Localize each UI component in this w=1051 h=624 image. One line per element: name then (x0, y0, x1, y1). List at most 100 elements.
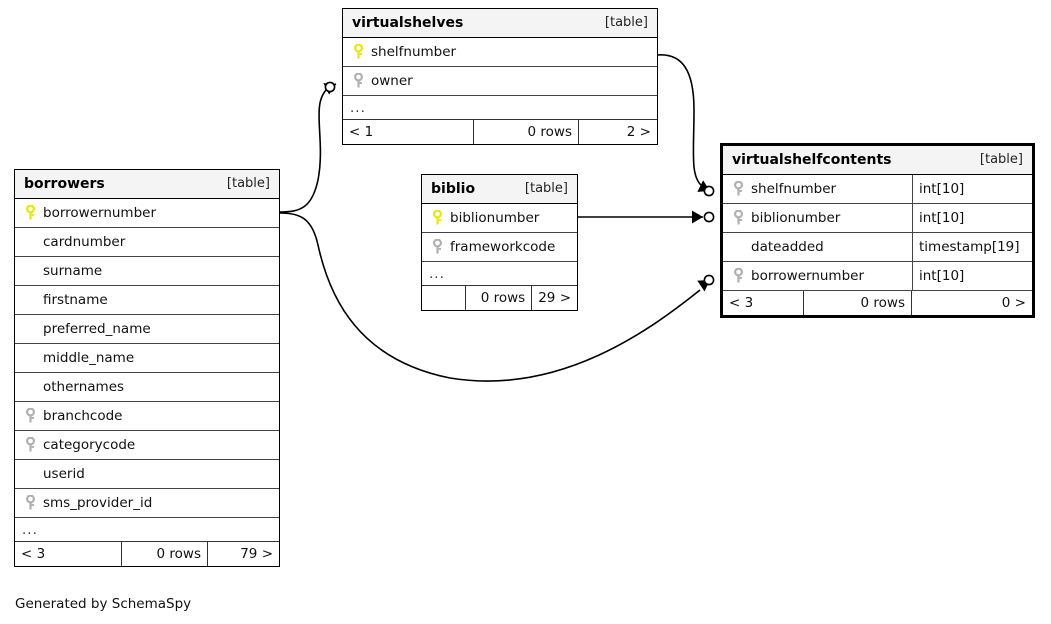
column-datatype: int[10] (912, 175, 1032, 203)
column-name: dateadded (751, 239, 824, 255)
column-label-cell: borrowernumber (15, 199, 279, 227)
edge-biblio-to-vsc-biblionumber (578, 210, 715, 224)
table-header-biblio: biblio [table] (422, 175, 577, 204)
column-label-cell: othernames (15, 373, 279, 401)
column-name: borrowernumber (43, 205, 157, 221)
table-type-tag: [table] (524, 181, 568, 196)
table-virtualshelves[interactable]: virtualshelves [table] shelfnumber owner… (342, 8, 658, 145)
column-row-middle-name[interactable]: middle_name (15, 344, 279, 373)
column-name: shelfnumber (751, 181, 837, 197)
column-label-cell: owner (343, 67, 657, 95)
column-name: surname (43, 263, 103, 279)
column-label-cell: dateadded (723, 233, 912, 261)
column-name: categorycode (43, 437, 136, 453)
column-label-cell: shelfnumber (343, 38, 657, 66)
column-label-cell: surname (15, 257, 279, 285)
column-label-cell: categorycode (15, 431, 279, 459)
table-type-tag: [table] (979, 152, 1023, 167)
column-row-biblionumber[interactable]: biblionumber (422, 204, 577, 233)
column-label-cell: middle_name (15, 344, 279, 372)
column-name: borrowernumber (751, 268, 865, 284)
table-header-virtualshelves: virtualshelves [table] (343, 9, 657, 38)
more-columns-indicator: ... (422, 262, 577, 286)
edge-borrowers-to-virtualshelves-owner (279, 81, 337, 213)
column-row-firstname[interactable]: firstname (15, 286, 279, 315)
column-name: biblionumber (450, 210, 540, 226)
table-header-borrowers: borrowers [table] (15, 170, 279, 199)
column-datatype: int[10] (912, 262, 1032, 290)
key-icon-primary (22, 205, 39, 221)
key-icon-foreign (22, 408, 39, 424)
column-row-cardnumber[interactable]: cardnumber (15, 228, 279, 257)
column-name: frameworkcode (450, 239, 556, 255)
column-name: userid (43, 466, 85, 482)
table-header-virtualshelfcontents: virtualshelfcontents [table] (723, 146, 1032, 175)
key-icon-foreign (429, 239, 446, 255)
footer-row-count: 0 rows (473, 120, 578, 144)
column-name: firstname (43, 292, 108, 308)
column-row-shelfnumber[interactable]: shelfnumber (343, 38, 657, 67)
column-datatype: int[10] (912, 204, 1032, 232)
footer-next-count[interactable]: 79 > (207, 542, 279, 566)
footer-next-count[interactable]: 0 > (911, 291, 1032, 315)
column-label-cell: shelfnumber (723, 175, 912, 203)
table-footer-borrowers: < 3 0 rows 79 > (15, 542, 279, 566)
table-title: virtualshelves (352, 14, 464, 31)
key-icon-foreign (730, 268, 747, 284)
footer-next-count[interactable]: 29 > (531, 286, 577, 310)
edge-virtualshelves-to-vsc-shelfnumber (656, 54, 715, 197)
footer-prev-count[interactable] (422, 286, 465, 310)
footer-prev-count[interactable]: < 3 (729, 295, 754, 311)
footer-prev-count[interactable]: < 3 (21, 546, 46, 562)
key-icon-foreign (22, 437, 39, 453)
column-row-frameworkcode[interactable]: frameworkcode (422, 233, 577, 262)
key-icon-primary (350, 44, 367, 60)
column-label-cell: preferred_name (15, 315, 279, 343)
footer-next-count[interactable]: 2 > (578, 120, 657, 144)
column-name: othernames (43, 379, 125, 395)
column-row-borrowernumber[interactable]: borrowernumber (15, 199, 279, 228)
column-label-cell: sms_provider_id (15, 489, 279, 517)
footer-row-count: 0 rows (121, 542, 207, 566)
column-row-othernames[interactable]: othernames (15, 373, 279, 402)
key-icon-foreign (350, 73, 367, 89)
column-row-biblionumber[interactable]: biblionumber int[10] (723, 204, 1032, 233)
column-row-surname[interactable]: surname (15, 257, 279, 286)
table-biblio[interactable]: biblio [table] biblionumber frameworkcod… (421, 174, 578, 311)
column-row-dateadded[interactable]: dateadded timestamp[19] (723, 233, 1032, 262)
column-row-categorycode[interactable]: categorycode (15, 431, 279, 460)
column-label-cell: cardnumber (15, 228, 279, 256)
footer-prev-count[interactable]: < 1 (349, 124, 374, 140)
footer-row-count: 0 rows (464, 286, 531, 310)
column-row-shelfnumber[interactable]: shelfnumber int[10] (723, 175, 1032, 204)
column-name: shelfnumber (371, 44, 457, 60)
column-label-cell: frameworkcode (422, 233, 577, 261)
table-footer-virtualshelves: < 1 0 rows 2 > (343, 120, 657, 144)
column-row-owner[interactable]: owner (343, 67, 657, 96)
table-title: virtualshelfcontents (732, 151, 892, 168)
table-borrowers[interactable]: borrowers [table] borrowernumber cardnum… (14, 169, 280, 567)
table-virtualshelfcontents[interactable]: virtualshelfcontents [table] shelfnumber… (720, 143, 1035, 318)
column-row-userid[interactable]: userid (15, 460, 279, 489)
more-columns-indicator: ... (15, 518, 279, 542)
column-label-cell: firstname (15, 286, 279, 314)
key-icon-foreign (730, 181, 747, 197)
table-type-tag: [table] (604, 15, 648, 30)
column-row-sms-provider-id[interactable]: sms_provider_id (15, 489, 279, 518)
footer-row-count: 0 rows (803, 291, 911, 315)
schemaspy-credit: Generated by SchemaSpy (15, 596, 192, 612)
table-title: biblio (431, 180, 476, 197)
column-label-cell: userid (15, 460, 279, 488)
column-row-preferred-name[interactable]: preferred_name (15, 315, 279, 344)
column-label-cell: biblionumber (422, 204, 577, 232)
table-footer-virtualshelfcontents: < 3 0 rows 0 > (723, 291, 1032, 315)
column-name: owner (371, 73, 413, 89)
column-row-borrowernumber[interactable]: borrowernumber int[10] (723, 262, 1032, 291)
column-row-branchcode[interactable]: branchcode (15, 402, 279, 431)
column-name: biblionumber (751, 210, 841, 226)
column-name: sms_provider_id (43, 495, 153, 511)
column-label-cell: branchcode (15, 402, 279, 430)
column-label-cell: borrowernumber (723, 262, 912, 290)
table-title: borrowers (24, 175, 105, 192)
